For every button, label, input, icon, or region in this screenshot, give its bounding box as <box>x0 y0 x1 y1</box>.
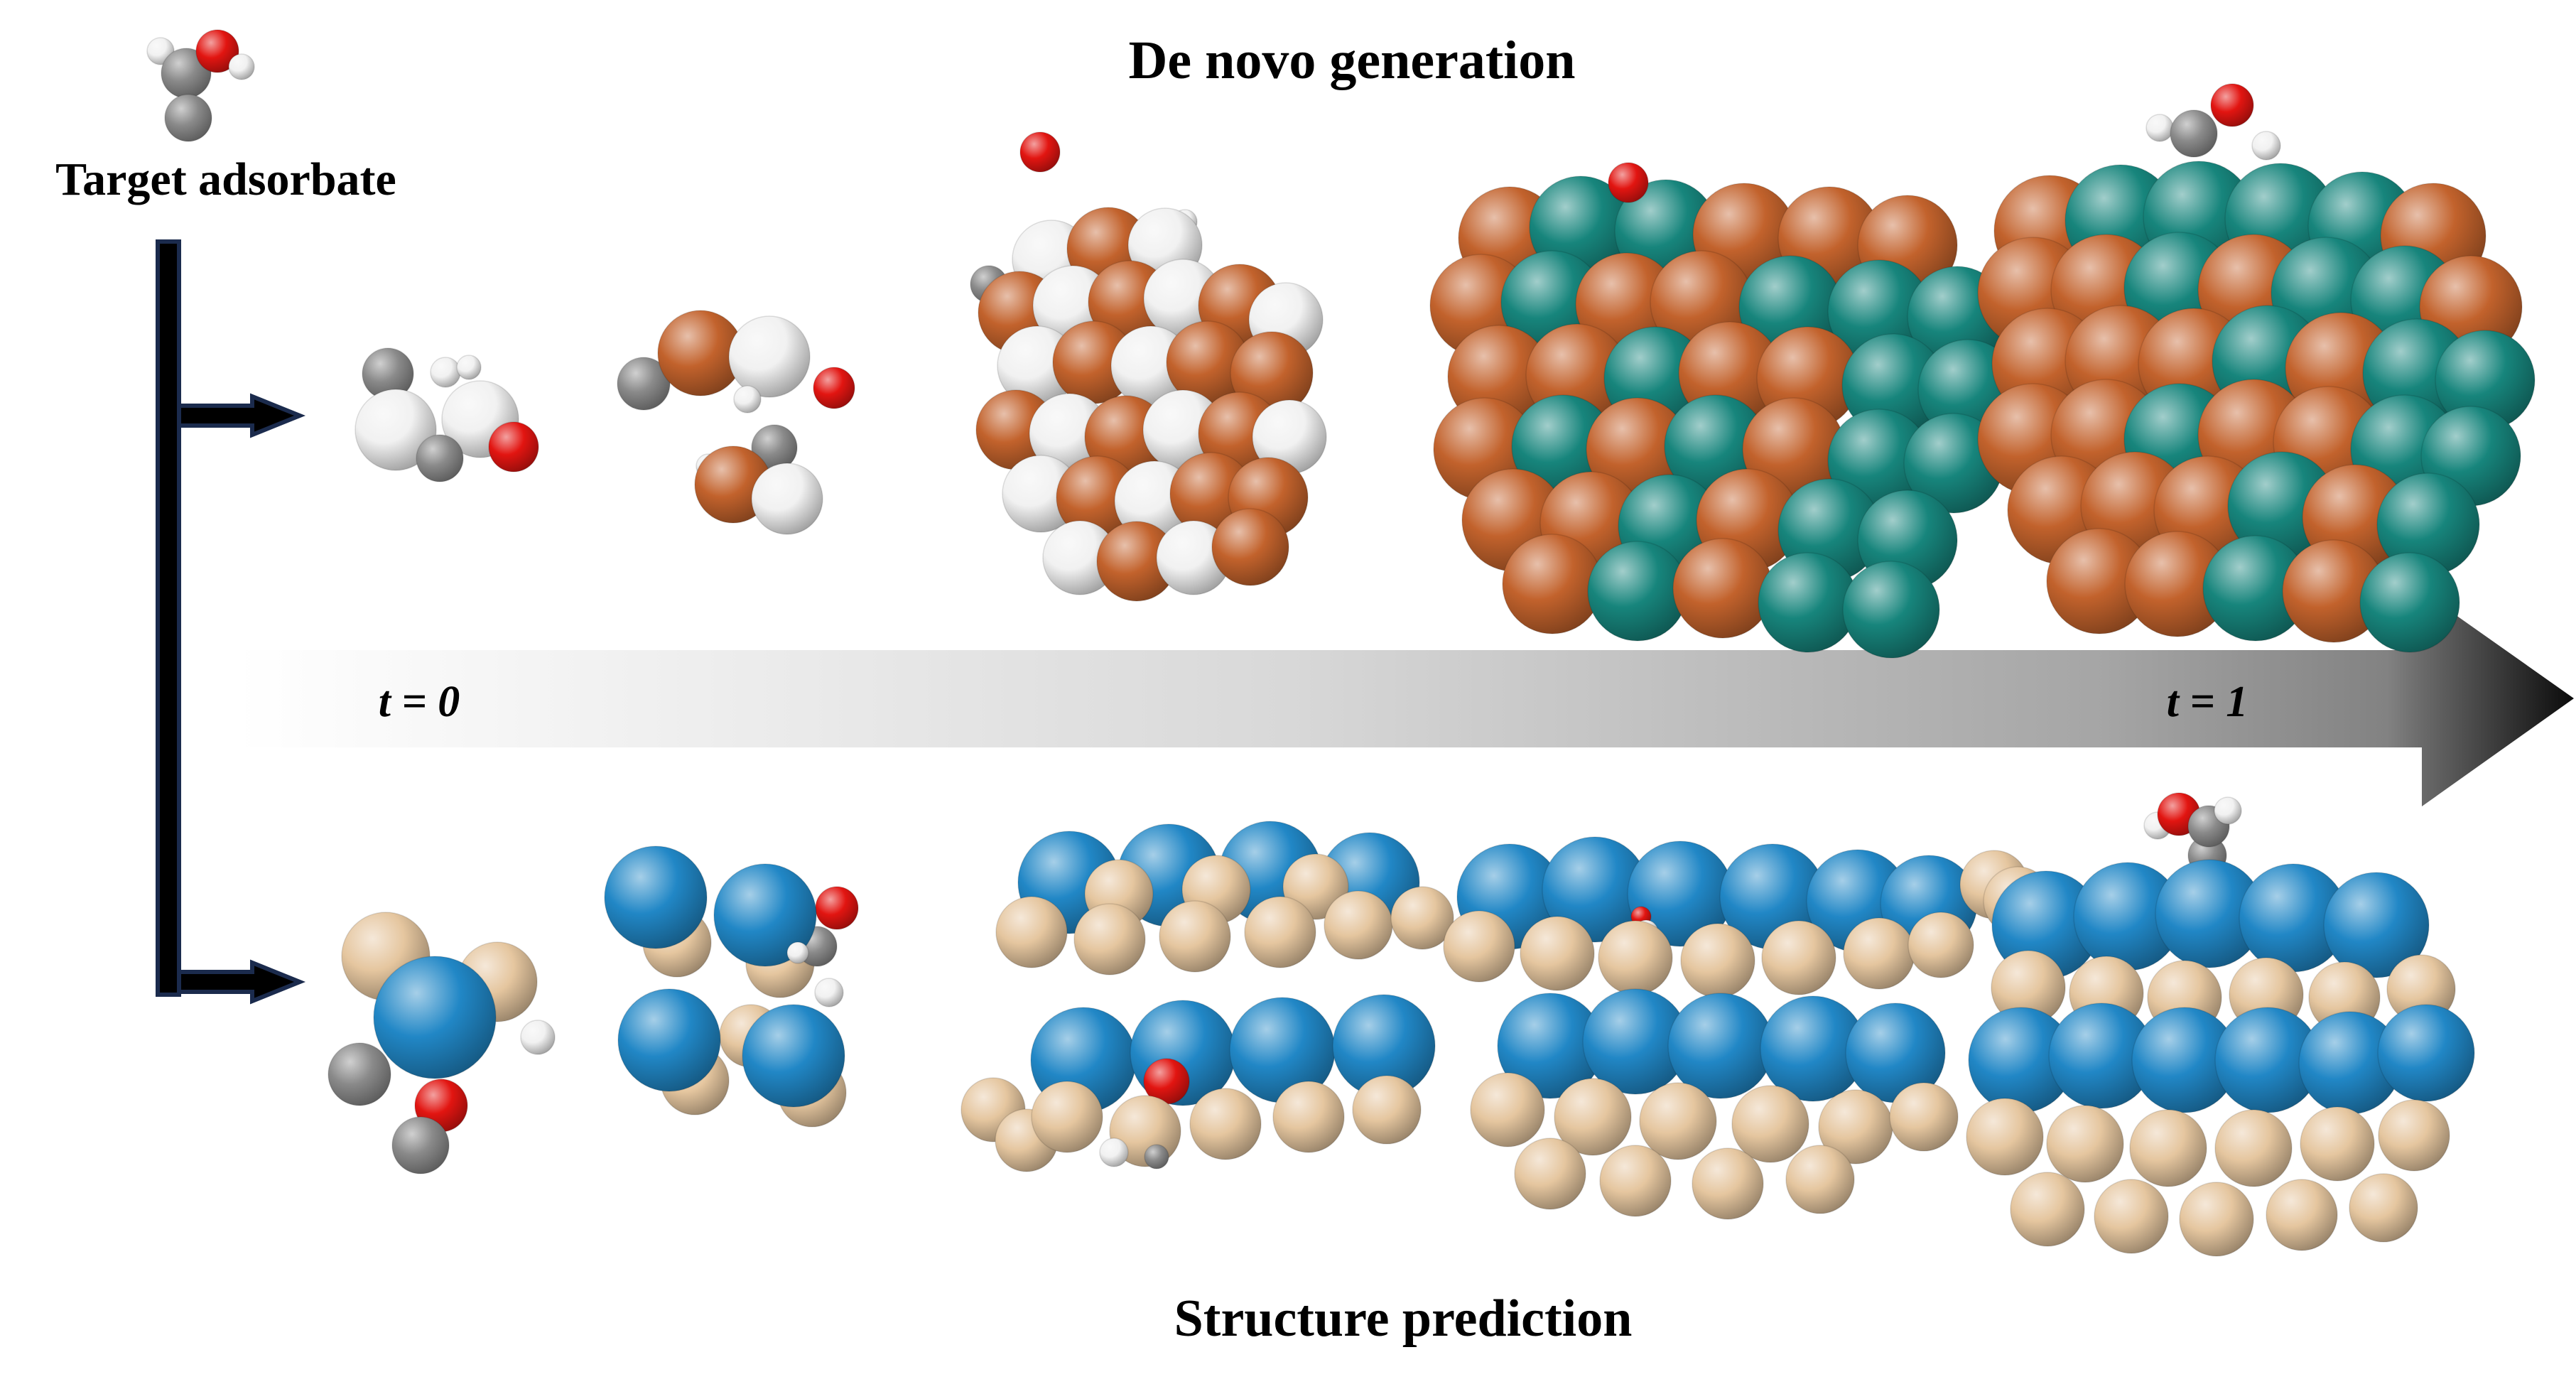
tan-atom <box>1272 1081 1345 1153</box>
white-atom <box>733 385 762 414</box>
gray-atom <box>164 94 212 142</box>
teal-atom <box>1587 541 1688 642</box>
structure-prediction-title: Structure prediction <box>1174 1290 1633 1348</box>
tan-atom <box>2046 1105 2124 1183</box>
tan-atom <box>2266 1179 2338 1251</box>
prediction-frame-3 <box>960 821 1454 1172</box>
tan-atom <box>1692 1147 1764 1220</box>
gray-atom <box>1144 1144 1169 1169</box>
orange-atom <box>1502 534 1603 634</box>
white-atom <box>456 355 482 380</box>
red-atom <box>813 367 855 409</box>
target-adsorbate-molecule <box>146 29 255 142</box>
denovo-frame-4 <box>1429 162 2018 659</box>
tan-atom <box>1159 900 1231 973</box>
tan-atom <box>1554 1078 1632 1156</box>
prediction-frame-4 <box>1443 836 1978 1220</box>
gray-atom <box>617 357 671 411</box>
red-atom <box>2210 83 2254 127</box>
red-atom <box>195 29 239 73</box>
white-atom <box>228 53 255 80</box>
tan-atom <box>1639 1082 1717 1160</box>
tan-atom <box>2378 1099 2450 1172</box>
denovo-frame-2 <box>617 310 855 535</box>
blue-atom <box>2377 1004 2475 1102</box>
white-atom <box>1099 1137 1129 1167</box>
gray-atom <box>2170 109 2218 158</box>
tan-atom <box>1390 886 1454 950</box>
tan-atom <box>2129 1109 2207 1187</box>
blue-atom <box>2323 872 2430 978</box>
red-atom <box>1019 131 1061 173</box>
blue-atom <box>713 863 817 967</box>
tan-atom <box>2179 1182 2254 1257</box>
prediction-frame-2 <box>604 845 859 1128</box>
tan-atom <box>1889 1082 1959 1152</box>
tan-atom <box>1031 1081 1103 1153</box>
blue-atom <box>742 1004 845 1108</box>
tan-atom <box>2010 1172 2085 1247</box>
blue-atom <box>617 988 721 1092</box>
tan-atom <box>2300 1106 2375 1182</box>
tan-atom <box>2349 1173 2418 1243</box>
tan-atom <box>1324 890 1393 960</box>
teal-atom <box>1842 561 1940 659</box>
tan-atom <box>1244 896 1316 968</box>
tan-atom <box>1843 917 1915 990</box>
blue-atom <box>1667 993 1774 1099</box>
gray-atom <box>416 434 464 482</box>
branch-arrow <box>156 239 306 1005</box>
target-adsorbate-label: Target adsorbate <box>55 153 396 205</box>
time-start-label: t = 0 <box>379 678 460 726</box>
teal-atom <box>2359 552 2460 653</box>
tan-atom <box>1761 920 1836 995</box>
de-novo-generation-title: De novo generation <box>1128 31 1575 90</box>
red-atom <box>815 886 859 930</box>
denovo-frame-3 <box>970 131 1327 602</box>
white-atom <box>728 315 811 398</box>
red-atom <box>488 421 539 472</box>
tan-atom <box>1966 1098 2044 1176</box>
tan-atom <box>1731 1085 1809 1163</box>
white-atom <box>786 941 809 964</box>
tan-atom <box>2094 1179 2169 1254</box>
white-atom <box>751 463 823 535</box>
white-atom <box>814 978 844 1007</box>
gray-atom <box>391 1116 450 1174</box>
denovo-frame-5 <box>1977 83 2536 653</box>
white-atom <box>2251 131 2281 161</box>
tan-atom <box>1443 910 1515 983</box>
tan-atom <box>1073 903 1146 975</box>
tan-atom <box>1598 920 1673 995</box>
prediction-frame-5 <box>1959 792 2475 1257</box>
orange-atom <box>1211 508 1289 586</box>
tan-atom <box>1520 916 1595 991</box>
blue-atom <box>604 845 708 949</box>
white-atom <box>430 357 461 388</box>
white-atom <box>520 1020 556 1055</box>
tan-atom <box>1352 1075 1422 1145</box>
time-end-label: t = 1 <box>2167 678 2248 726</box>
prediction-frame-1 <box>328 912 556 1174</box>
tan-atom <box>1907 912 1974 978</box>
tan-atom <box>2214 1109 2293 1187</box>
timeline-arrow <box>238 591 2574 806</box>
tan-atom <box>1599 1145 1672 1217</box>
blue-atom <box>373 956 497 1079</box>
white-atom <box>2214 796 2242 825</box>
orange-atom <box>1672 538 1773 639</box>
tan-atom <box>1470 1072 1545 1147</box>
gray-atom <box>328 1042 391 1106</box>
tan-atom <box>1189 1088 1262 1160</box>
tan-atom <box>1680 923 1755 998</box>
tan-atom <box>1785 1145 1855 1214</box>
white-atom <box>2145 114 2174 142</box>
white-atom <box>355 389 437 471</box>
red-atom <box>1608 162 1649 203</box>
denovo-frame-1 <box>355 347 539 482</box>
tan-atom <box>995 896 1068 968</box>
tan-atom <box>1514 1137 1586 1210</box>
